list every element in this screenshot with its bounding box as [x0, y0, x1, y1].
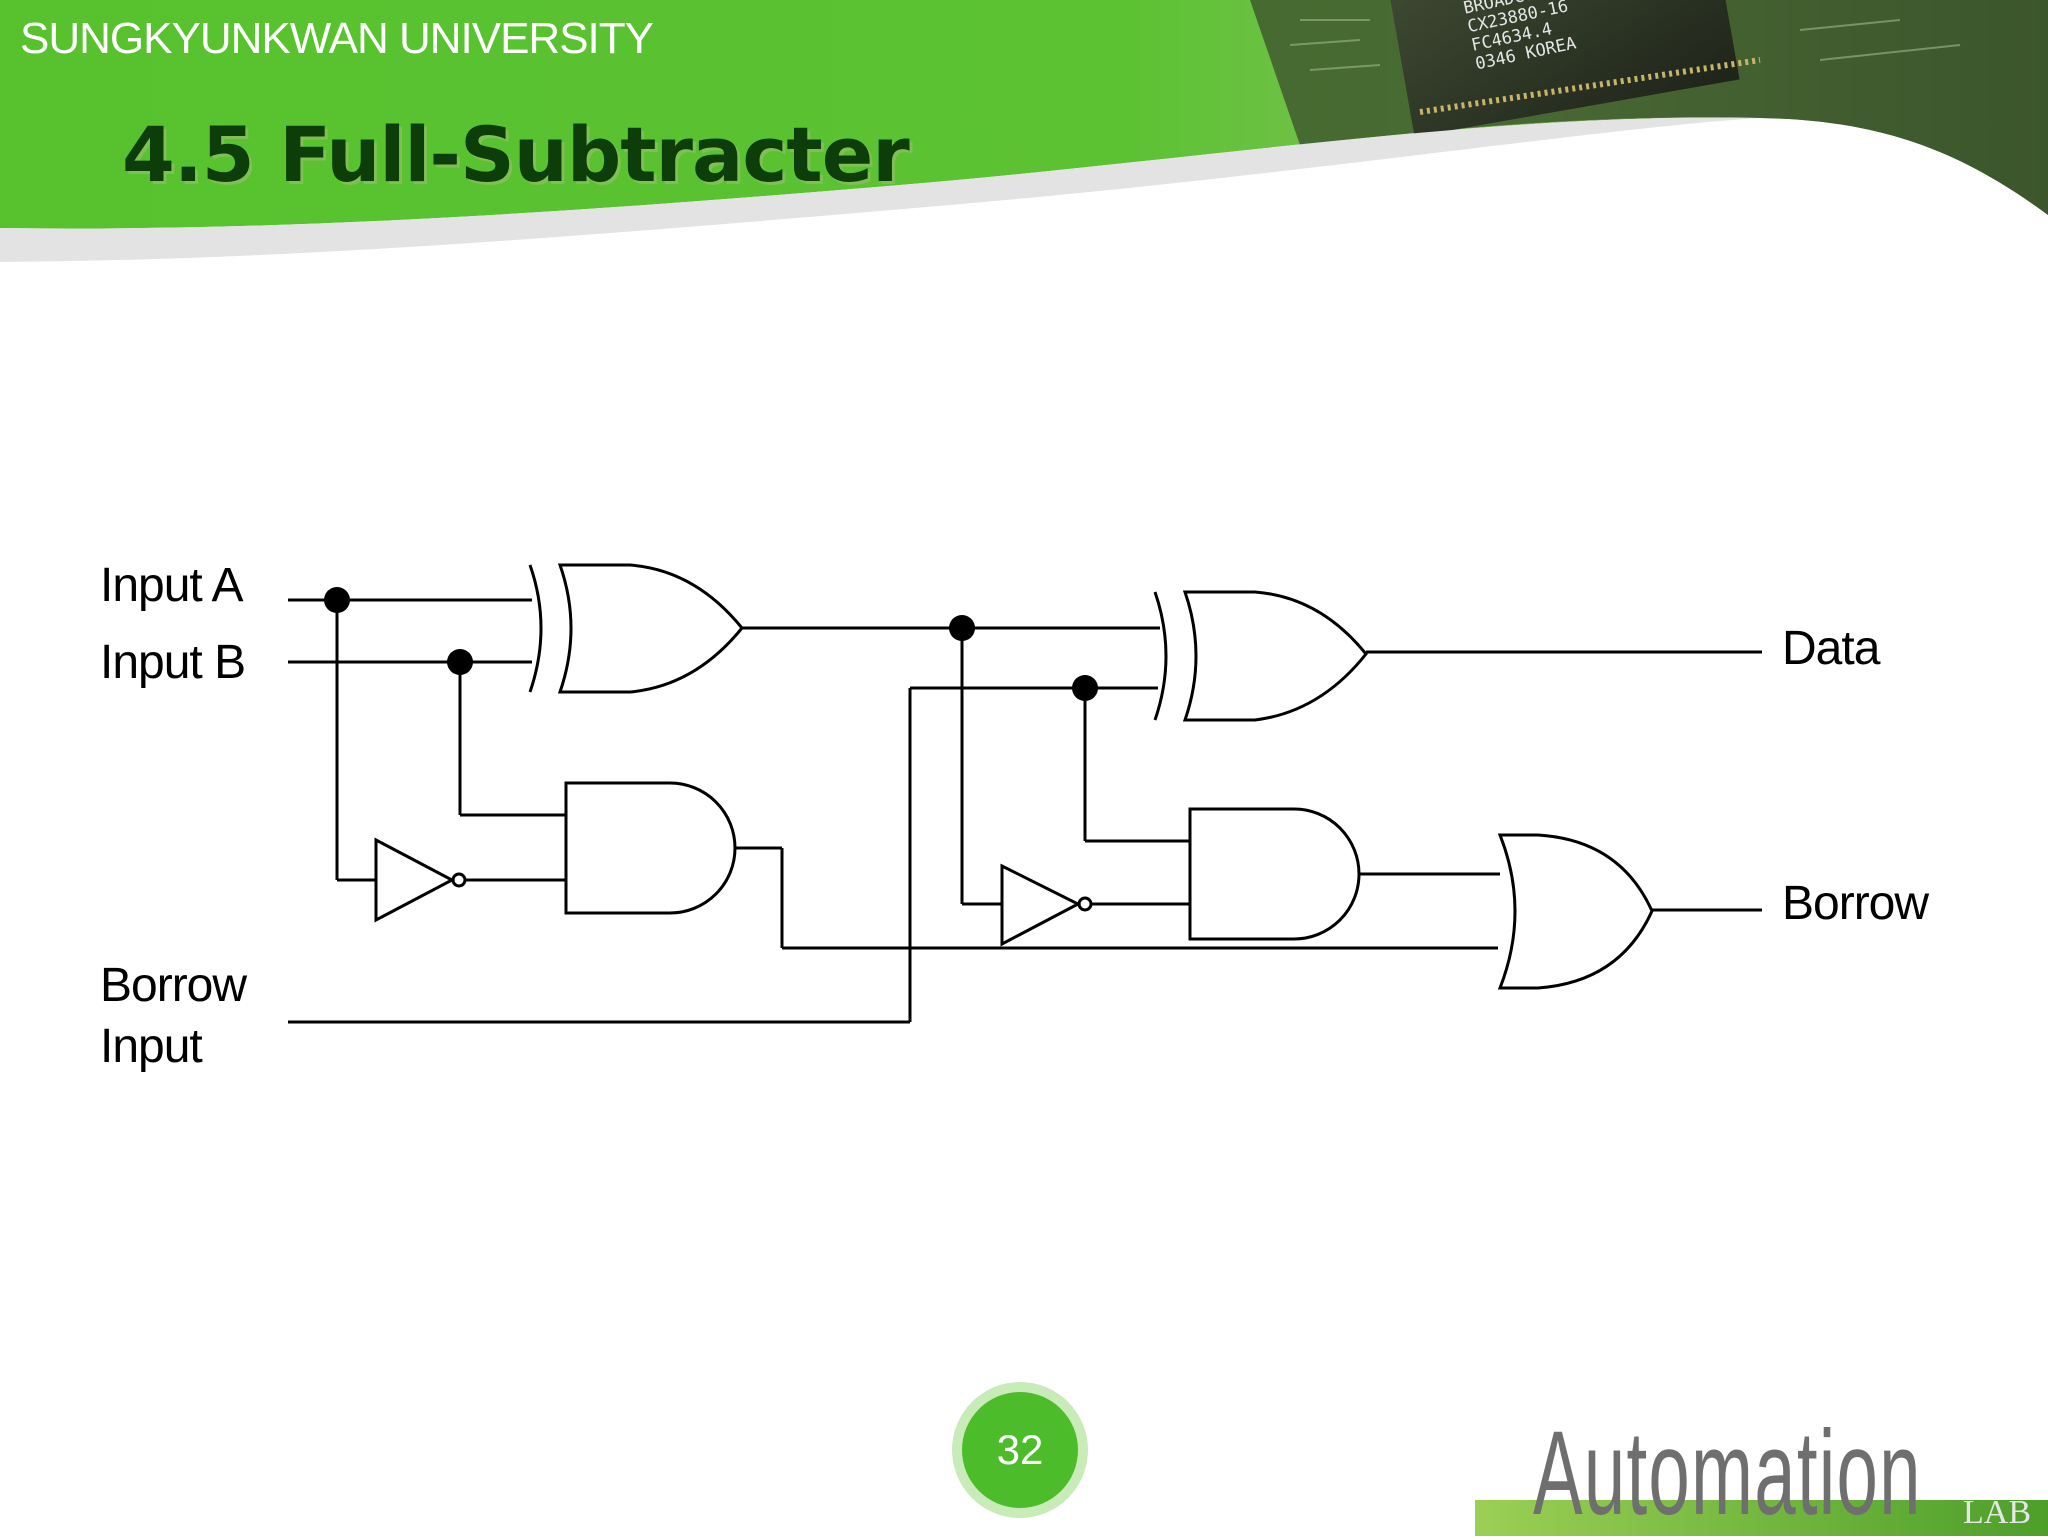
and-gate-1: [564, 781, 737, 915]
and-gate-2: [1188, 807, 1361, 941]
xor-gate-1: [528, 563, 744, 694]
label-borrow-input-line2: Input: [100, 1020, 203, 1073]
not-gate-1: [374, 837, 467, 923]
university-name: SUNGKYUNKWAN UNIVERSITY: [20, 14, 654, 63]
automation-lab-logo: Automation LAB: [1475, 1410, 2048, 1536]
label-output-borrow: Borrow: [1782, 877, 1929, 930]
label-borrow-input-line1: Borrow: [100, 959, 247, 1012]
junction-dot: [949, 615, 975, 641]
junction-dot: [324, 587, 350, 613]
junction-dot: [447, 649, 473, 675]
label-output-data: Data: [1782, 622, 1880, 675]
junction-dot: [1072, 675, 1098, 701]
slide-title: 4.5 Full-Subtracter: [122, 110, 910, 199]
xor-gate-2: [1153, 590, 1368, 722]
or-gate: [1497, 833, 1654, 990]
label-input-a: Input A: [100, 559, 243, 612]
logo-text: Automation: [1533, 1406, 1922, 1540]
label-input-b: Input B: [100, 636, 246, 689]
logo-bar: [1475, 1500, 2048, 1536]
page-number-badge: 32: [962, 1392, 1078, 1508]
logo-suffix: LAB: [1963, 1494, 2031, 1531]
not-gate-2: [1000, 863, 1093, 947]
header-banner: [0, 0, 2048, 262]
